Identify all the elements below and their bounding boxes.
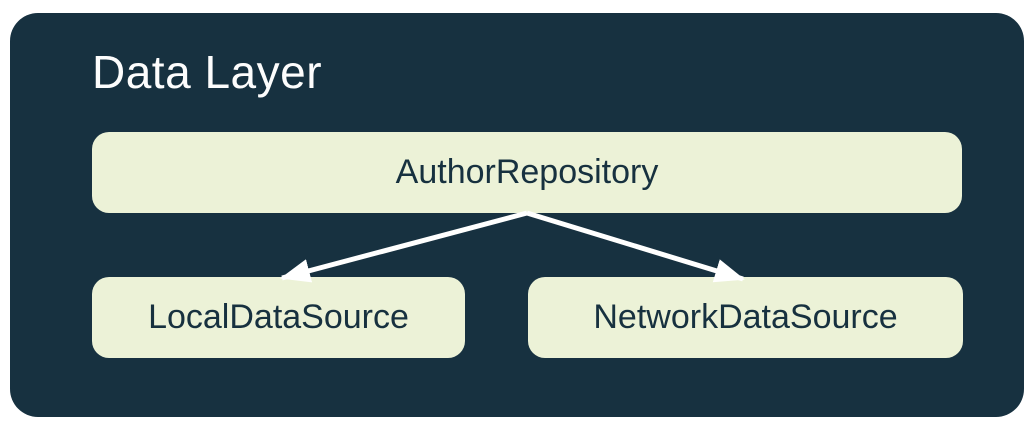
node-local-data-source-label: LocalDataSource <box>148 298 409 336</box>
node-network-data-source: NetworkDataSource <box>528 277 963 358</box>
arrow-icon-author-to-network <box>526 210 745 283</box>
node-author-repository: AuthorRepository <box>92 132 962 213</box>
group-title: Data Layer <box>92 46 323 98</box>
arrow-icon-author-to-local <box>280 210 528 283</box>
node-local-data-source: LocalDataSource <box>92 277 465 358</box>
data-layer-container: Data Layer AuthorRepository LocalDataSou… <box>10 13 1024 417</box>
node-network-data-source-label: NetworkDataSource <box>593 298 898 336</box>
node-author-repository-label: AuthorRepository <box>395 153 659 191</box>
